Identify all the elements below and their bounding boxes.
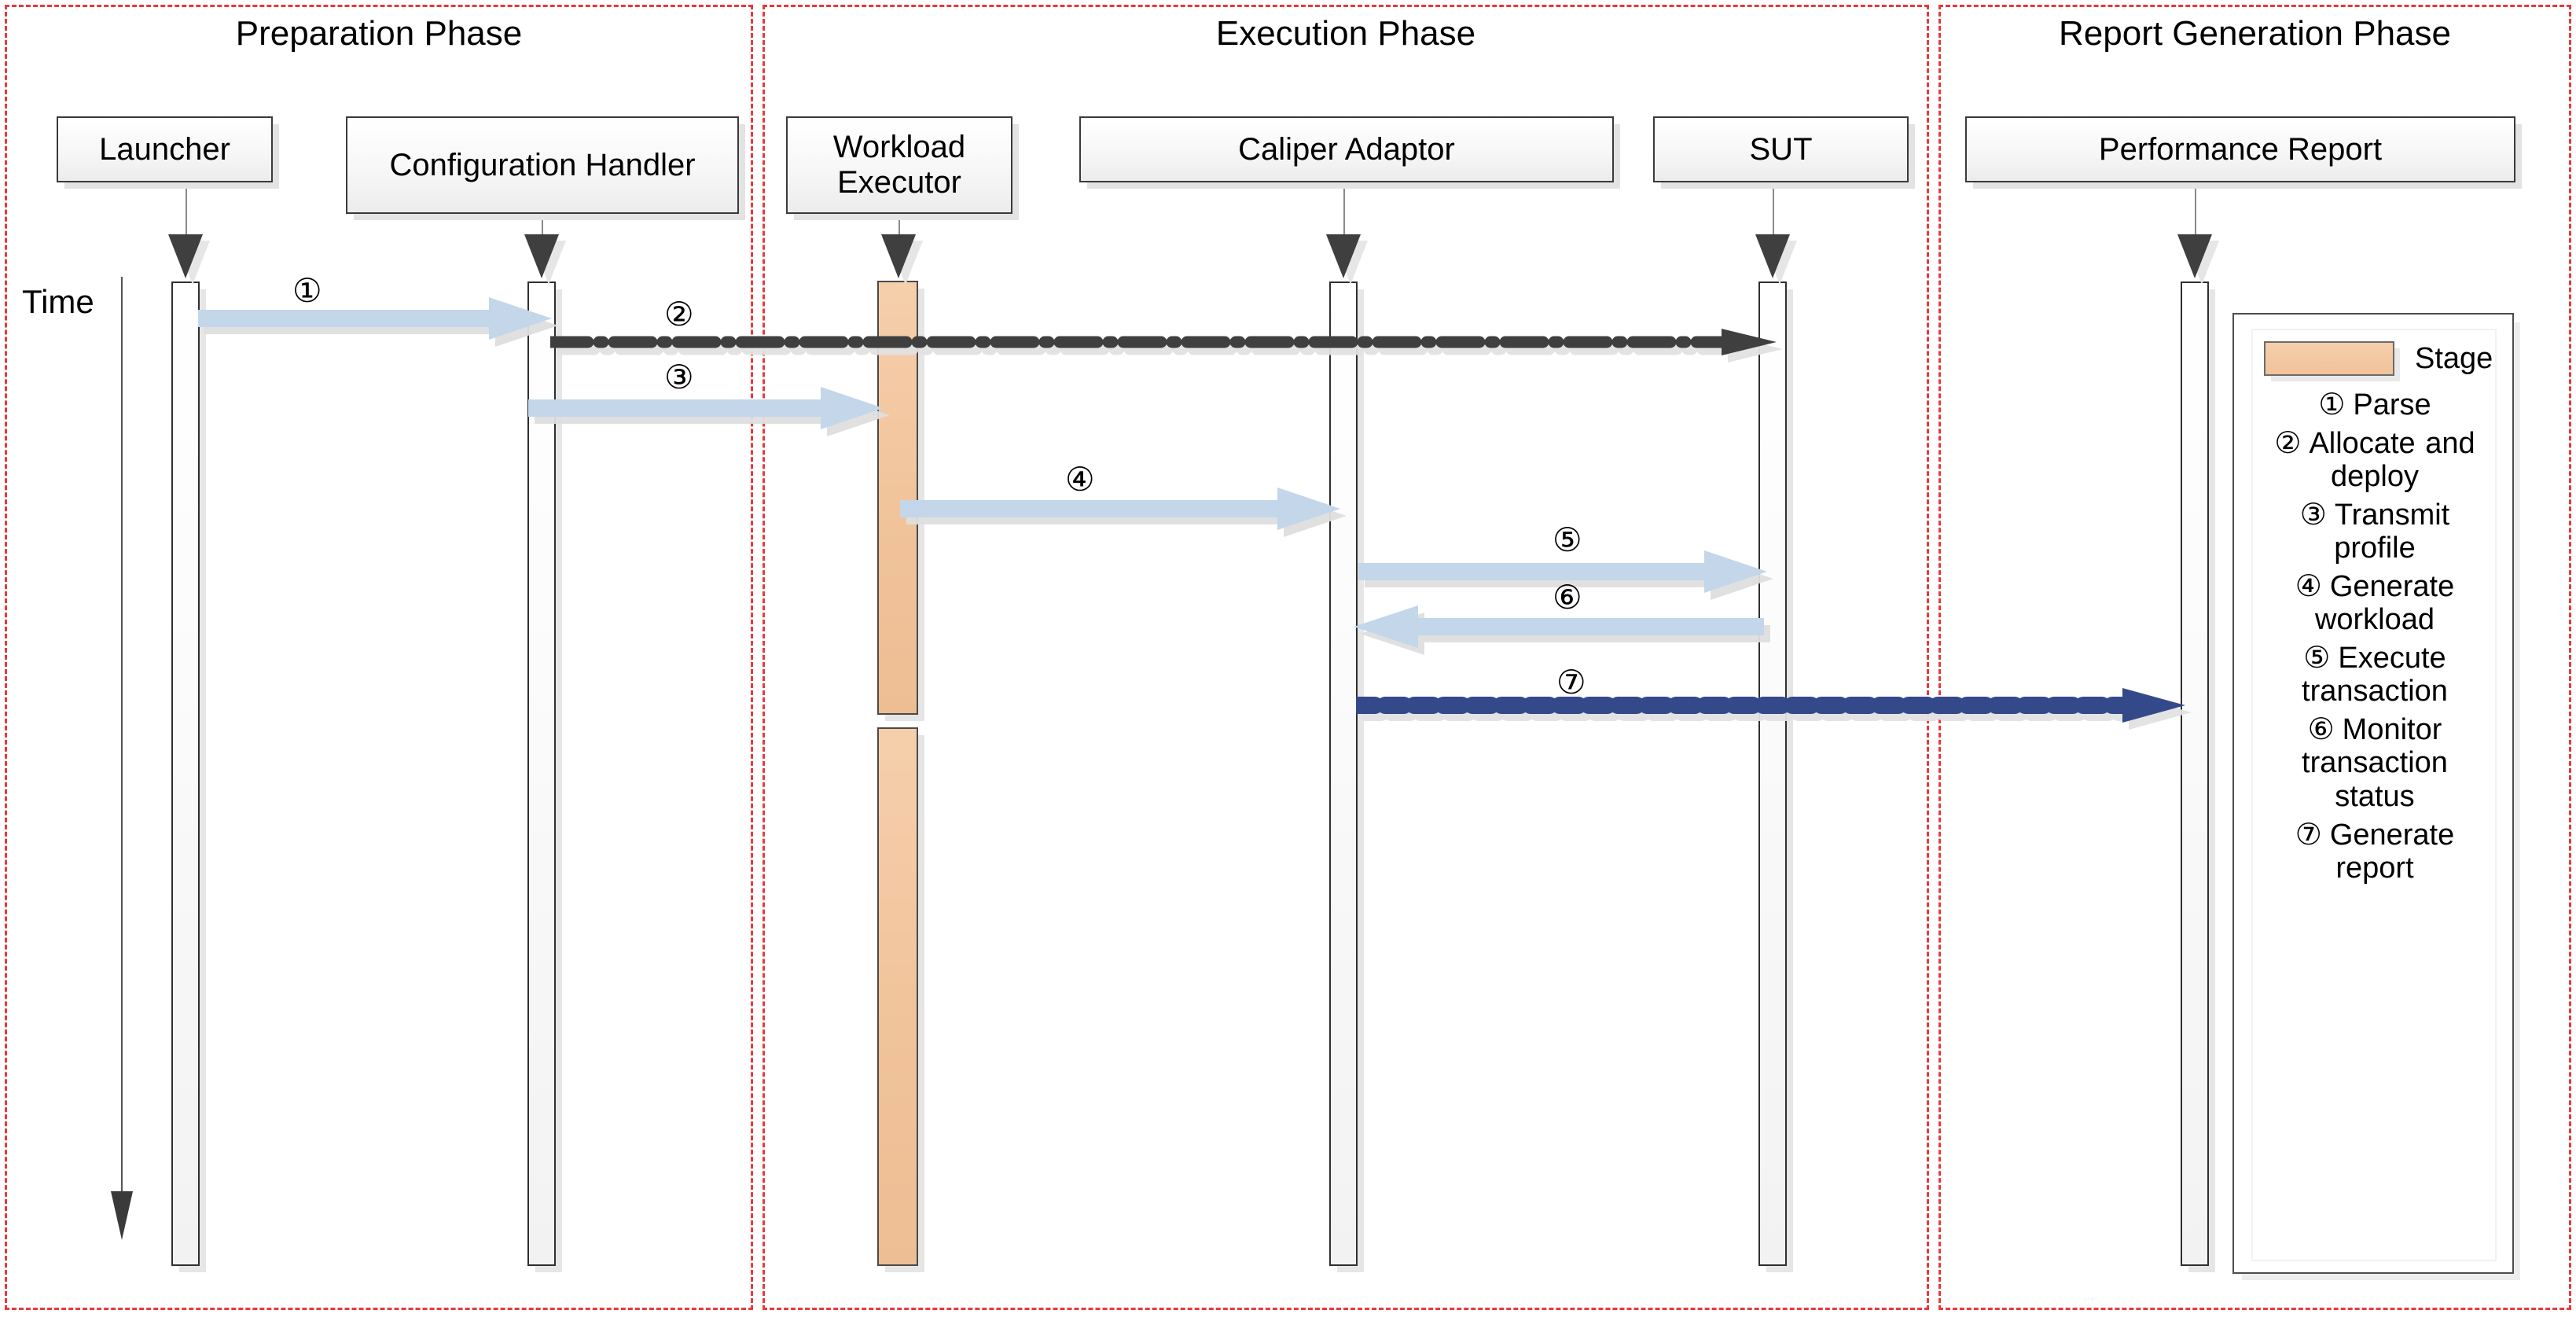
message-arrow-5 xyxy=(1358,550,1767,593)
legend-item-2-text: Allocate and deploy xyxy=(2309,426,2475,494)
participant-workload-executor[interactable]: Workload Executor xyxy=(786,116,1012,214)
lifeline-arrowhead-workload-executor-icon xyxy=(881,234,916,278)
lifeline-stem-performance-report xyxy=(2195,182,2196,239)
participant-caliper-adaptor[interactable]: Caliper Adaptor xyxy=(1079,116,1614,182)
legend-stage-row: Stage xyxy=(2264,341,2493,376)
message-number-2: ② xyxy=(664,296,694,333)
participant-performance-report[interactable]: Performance Report xyxy=(1965,116,2515,182)
legend-item-7-number: ⑦ xyxy=(2295,818,2322,852)
time-axis-line xyxy=(121,277,123,1201)
message-number-4: ④ xyxy=(1065,461,1095,498)
participant-sut[interactable]: SUT xyxy=(1653,116,1909,182)
message-number-6: ⑥ xyxy=(1553,579,1582,616)
legend-item-7-text: Generate report xyxy=(2329,818,2455,885)
phase-title-preparation: Preparation Phase xyxy=(235,14,523,53)
lifeline-arrowhead-performance-report-icon xyxy=(2177,234,2212,278)
activation-configuration-handler xyxy=(527,281,556,1266)
message-number-7: ⑦ xyxy=(1556,664,1586,701)
participant-caliper-adaptor-label: Caliper Adaptor xyxy=(1238,131,1455,167)
legend-item-4-text: Generate workload xyxy=(2314,569,2455,637)
lifeline-arrowhead-caliper-adaptor-icon xyxy=(1326,234,1361,278)
message-arrow-2 xyxy=(550,329,1777,355)
lifeline-stem-workload-executor xyxy=(898,214,900,239)
participant-configuration-handler-label: Configuration Handler xyxy=(389,147,696,182)
legend-item-2-number: ② xyxy=(2274,426,2302,460)
legend-item-3-number: ③ xyxy=(2299,498,2327,532)
activation-launcher xyxy=(171,281,200,1266)
participant-configuration-handler[interactable]: Configuration Handler xyxy=(346,116,739,214)
legend-item-1-text: Parse xyxy=(2353,388,2431,421)
lifeline-stem-launcher xyxy=(186,182,187,239)
activation-performance-report xyxy=(2181,281,2209,1266)
lifeline-arrowhead-configuration-handler-icon xyxy=(524,234,559,278)
legend-stage-label: Stage xyxy=(2415,341,2493,375)
message-arrow-3 xyxy=(528,387,884,429)
legend-item-6-number: ⑥ xyxy=(2307,712,2335,746)
legend-item-3-text: Transmit profile xyxy=(2334,498,2450,565)
lifeline-arrowhead-launcher-icon xyxy=(168,234,203,278)
legend-stage-swatch-icon xyxy=(2264,341,2394,376)
lifeline-stem-caliper-adaptor xyxy=(1343,182,1345,239)
participant-performance-report-label: Performance Report xyxy=(2098,131,2383,167)
legend-item-5-number: ⑤ xyxy=(2303,641,2331,675)
lifeline-stem-configuration-handler xyxy=(542,214,543,239)
message-number-3: ③ xyxy=(664,359,694,396)
activation-caliper-adaptor xyxy=(1329,281,1358,1266)
participant-sut-label: SUT xyxy=(1749,131,1813,167)
time-axis-arrowhead-icon xyxy=(111,1191,133,1240)
phase-title-report: Report Generation Phase xyxy=(2059,14,2451,53)
message-arrow-7 xyxy=(1356,688,2185,723)
legend-item-1-number: ① xyxy=(2318,388,2346,421)
message-arrow-6 xyxy=(1354,605,1764,648)
lifeline-stem-sut xyxy=(1773,182,1774,239)
legend-item-5-text: Execute transaction xyxy=(2302,641,2448,708)
phase-title-execution: Execution Phase xyxy=(1215,14,1476,53)
message-number-1: ① xyxy=(292,272,322,309)
message-arrow-1 xyxy=(198,297,552,340)
message-number-5: ⑤ xyxy=(1553,521,1582,558)
legend-item-4-number: ④ xyxy=(2295,569,2322,603)
activation-sut xyxy=(1758,281,1787,1266)
lifeline-arrowhead-sut-icon xyxy=(1755,234,1790,278)
participant-launcher[interactable]: Launcher xyxy=(57,116,273,182)
legend-item-6-text: Monitor transaction status xyxy=(2302,712,2448,814)
participant-workload-executor-label: Workload Executor xyxy=(832,130,966,200)
time-axis-label: Time xyxy=(22,283,94,320)
participant-launcher-label: Launcher xyxy=(99,131,230,167)
activation-workload-executor-stage-2 xyxy=(877,727,918,1266)
message-arrow-4 xyxy=(900,488,1340,530)
activation-workload-executor-stage-1 xyxy=(877,281,918,715)
